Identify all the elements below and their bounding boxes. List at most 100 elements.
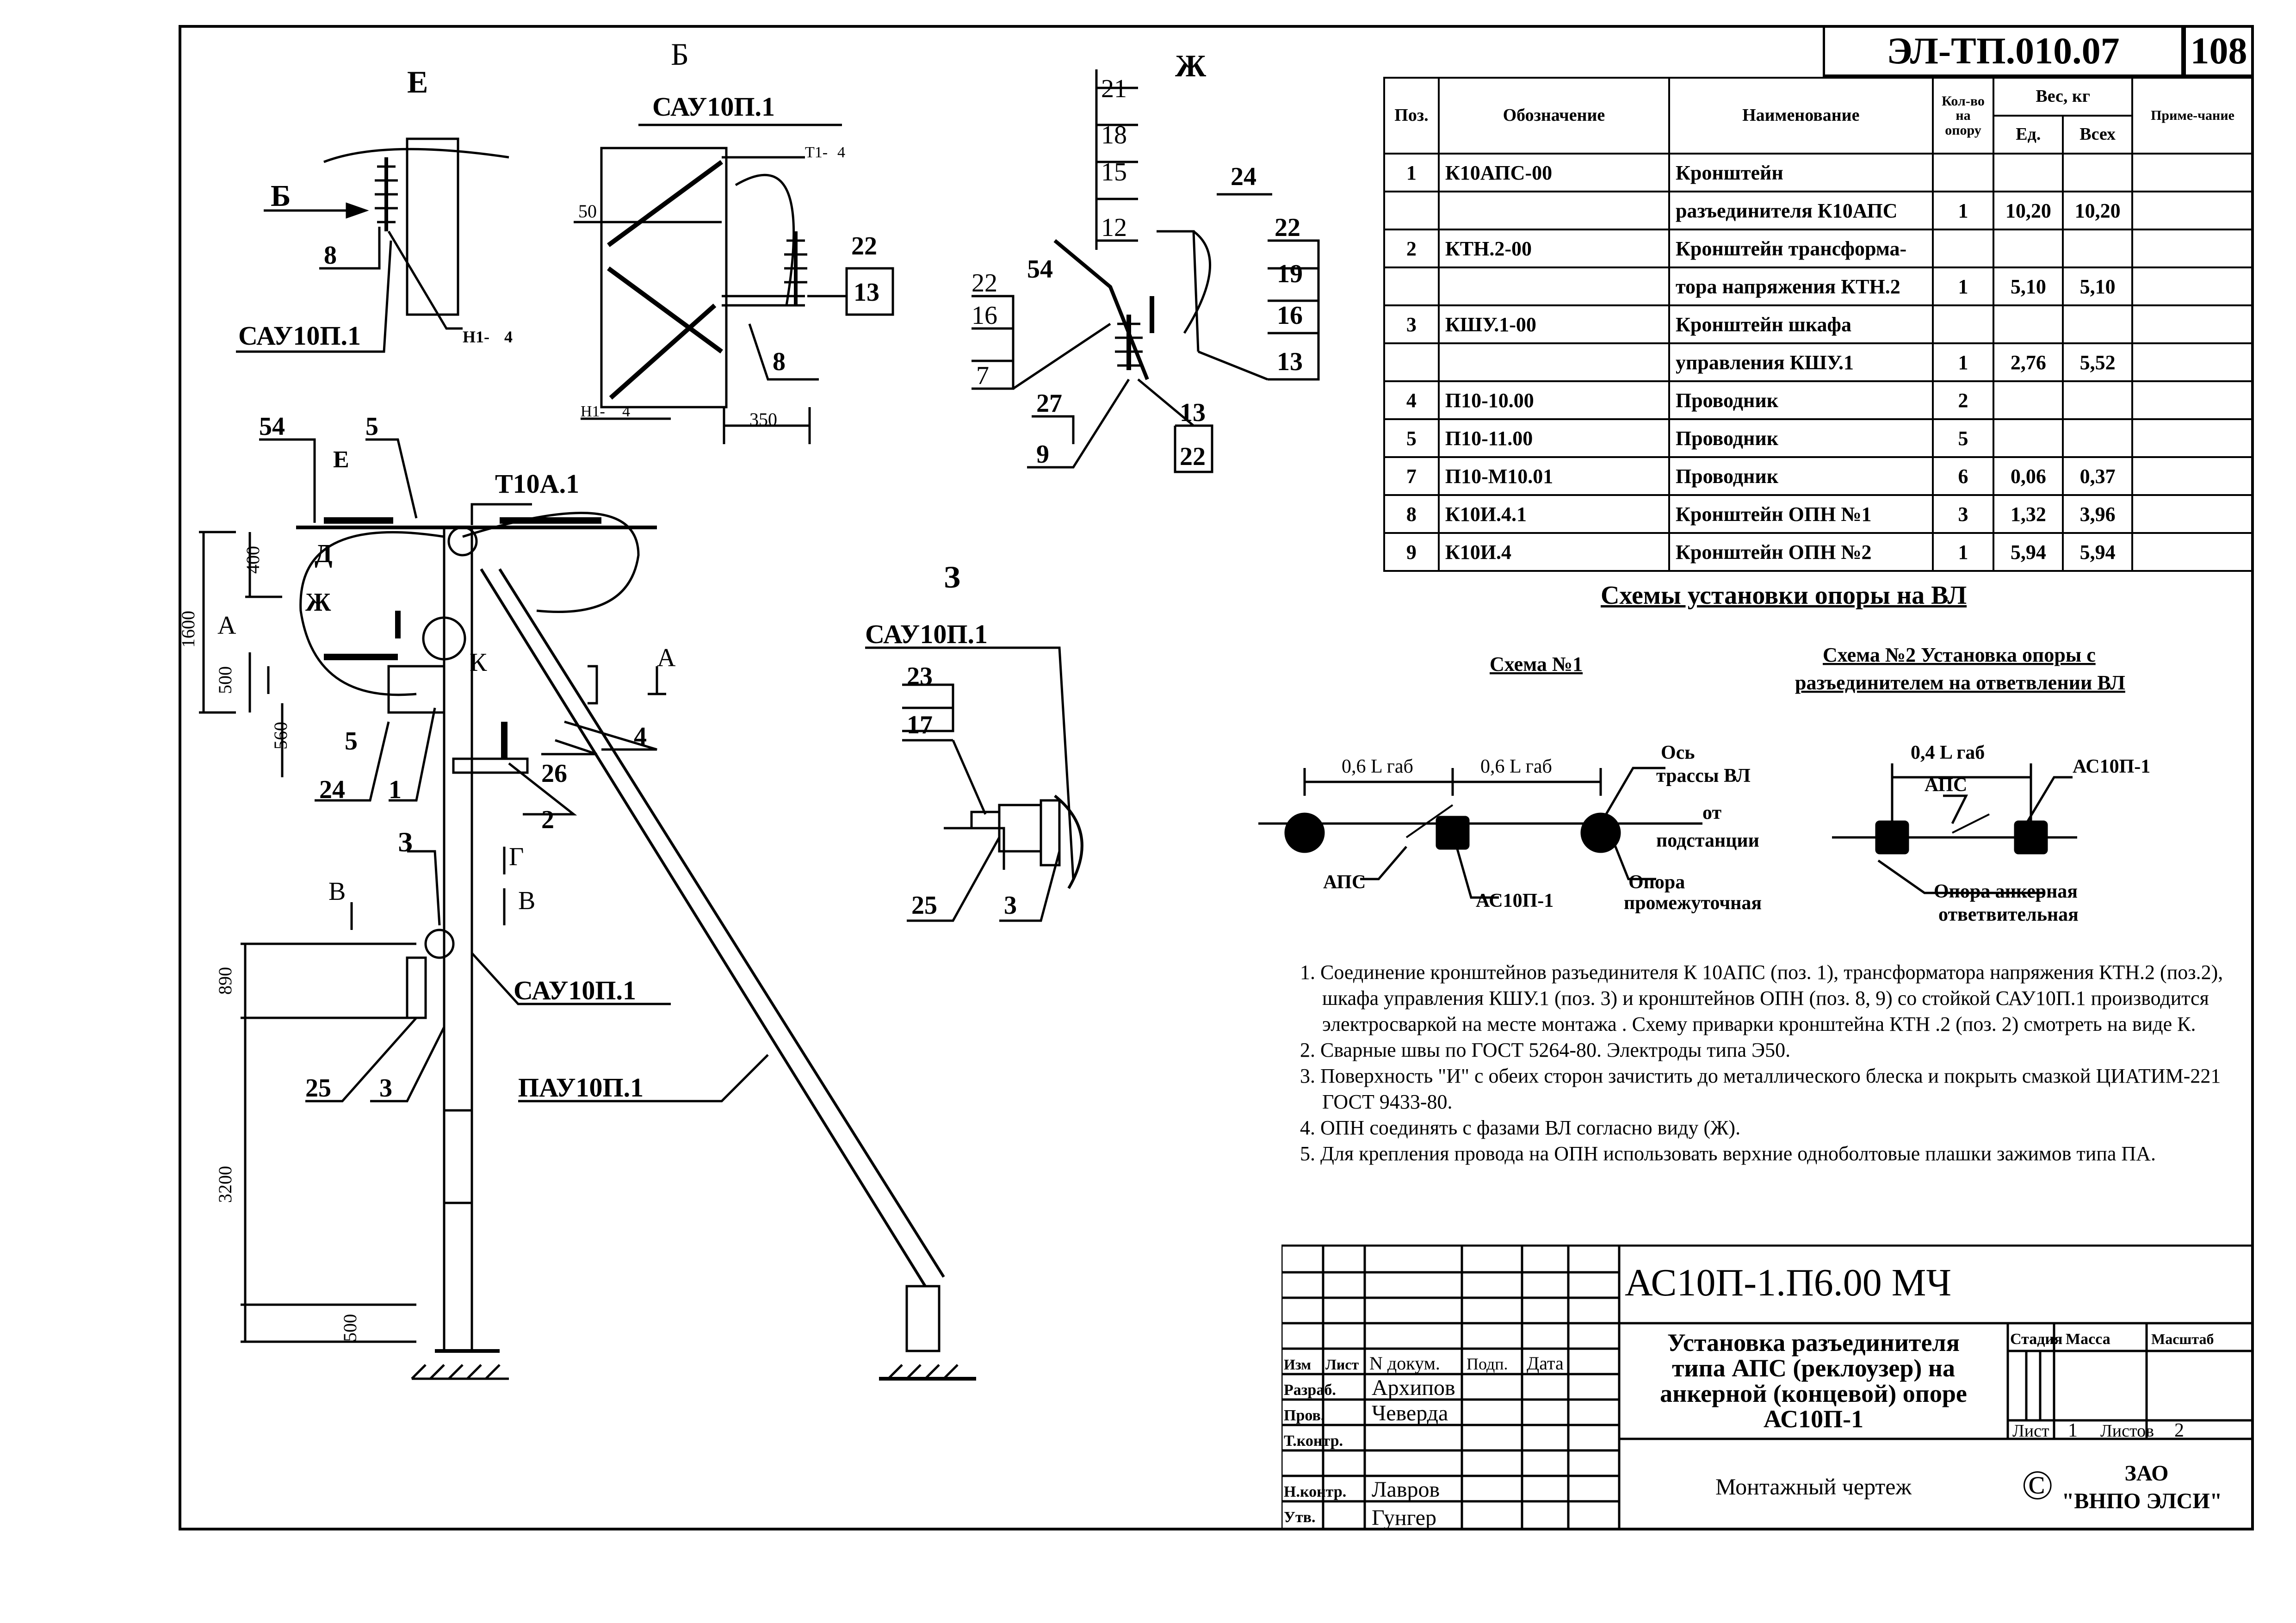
callout-b-8: 8 — [773, 347, 786, 376]
callout-zh-16: 16 — [1277, 301, 1303, 330]
spec-cell-total: 10,20 — [2062, 191, 2134, 230]
callout-zh-16b: 16 — [972, 301, 997, 330]
scheme1-title: Схема №1 — [1490, 653, 1583, 675]
spec-cell-designation — [1437, 342, 1670, 382]
col-izm: Изм — [1284, 1356, 1311, 1373]
callout-zh-22: 22 — [1275, 213, 1300, 242]
detail-circle-z — [424, 929, 455, 959]
callout-zh-22c: 22 — [1180, 442, 1206, 471]
spec-cell-qty: 1 — [1931, 342, 1995, 382]
svg-text:4: 4 — [837, 144, 845, 161]
label-z-main: З — [398, 827, 413, 857]
callout-z-17: 17 — [907, 711, 933, 739]
header-qty: Кол-во на опору — [1931, 77, 1995, 155]
specification-table: Поз. Обозначение Наименование Кол-во на … — [1383, 77, 2254, 572]
callout-b-22: 22 — [851, 232, 877, 260]
notes: 1. Соединение кронштейнов разъединителя … — [1300, 960, 2253, 1167]
spec-cell-pos: 9 — [1383, 532, 1440, 572]
name-check: Чеверда — [1372, 1401, 1448, 1425]
scheme1-from-line2: подстанции — [1656, 830, 1759, 851]
view-title-z: З — [944, 559, 960, 595]
note-1: 1. Соединение кронштейнов разъединителя … — [1300, 961, 2223, 1035]
spec-cell-designation: КТН.2-00 — [1437, 229, 1670, 268]
label-sau-main: САУ10П.1 — [514, 975, 636, 1005]
title-line-4: АС10П-1 — [1764, 1405, 1863, 1433]
note-3: 3. Поверхность "И" с обеих сторон зачист… — [1300, 1065, 2221, 1113]
weld-t1-b: Т1- — [805, 144, 828, 161]
callout-z-23: 23 — [907, 662, 933, 691]
callout-zh-18: 18 — [1101, 121, 1127, 149]
dim-50: 50 — [578, 201, 597, 222]
scheme1-pole-intermediate-left — [1284, 812, 1325, 853]
sheet-value: 1 — [2068, 1420, 2078, 1441]
dim-560: 560 — [270, 722, 291, 750]
callout-main-24: 24 — [319, 775, 345, 804]
scheme2-pole-as10p1 — [2014, 820, 2048, 855]
role-ncontr: Н.контр. — [1284, 1483, 1346, 1500]
scheme2-title-line1: Схема №2 Установка опоры с — [1823, 644, 2096, 666]
scheme1-pole-intermediate-right — [1580, 812, 1621, 853]
spec-cell-pos: 1 — [1383, 153, 1440, 192]
title-line-3: анкерной (концевой) опоре — [1660, 1380, 1967, 1407]
header-weight: Вес, кг — [1993, 77, 2134, 117]
scheme2-dim: 0,4 L габ — [1911, 742, 1985, 763]
spec-cell-total: 3,96 — [2062, 494, 2134, 534]
spec-cell-note — [2131, 418, 2254, 458]
label-e-main: Е — [333, 446, 349, 473]
spec-cell-unit — [1993, 153, 2064, 192]
pole-sau10p1 — [443, 526, 473, 1352]
spec-cell-pos: 2 — [1383, 229, 1440, 268]
callout-main-5b: 5 — [345, 727, 358, 756]
spec-cell-designation: П10-11.00 — [1437, 418, 1670, 458]
bracket-zh — [1157, 230, 1200, 352]
label-sau-b: САУ10П.1 — [652, 92, 775, 122]
spec-cell-qty: 2 — [1931, 380, 1995, 420]
header-note: Приме-чание — [2131, 77, 2254, 155]
spec-cell-unit: 0,06 — [1993, 456, 2064, 496]
dim-890: 890 — [215, 967, 235, 995]
label-sau-z: САУ10П.1 — [865, 619, 988, 649]
callout-main-4: 4 — [634, 722, 647, 751]
callout-main-3: 3 — [379, 1074, 392, 1103]
sheets-label: Листов — [2100, 1421, 2154, 1441]
wire-e — [323, 148, 509, 163]
sheet-label: Лист — [2012, 1421, 2049, 1441]
scheme2-as10p1: АС10П-1 — [2073, 756, 2150, 777]
callout-zh-54: 54 — [1027, 255, 1053, 284]
callout-zh-15: 15 — [1101, 158, 1127, 186]
name-dev: Архипов — [1372, 1375, 1455, 1400]
label-d: Д — [315, 539, 333, 568]
label-v-right: В — [518, 886, 535, 915]
weld-h1-e: Н1- — [463, 328, 489, 346]
spec-cell-name: Проводник — [1668, 380, 1934, 420]
scheme2-aps: АПС — [1925, 774, 1967, 796]
spec-cell-unit — [1993, 418, 2064, 458]
scheme1-dim-a: 0,6 L габ — [1342, 756, 1413, 777]
spec-cell-pos: 8 — [1383, 494, 1440, 534]
scheme1-pole-as10p1 — [1436, 816, 1470, 850]
dim-500-bottom: 500 — [340, 1314, 360, 1342]
callout-zh-19: 19 — [1277, 260, 1303, 288]
disconnector-aps — [387, 665, 446, 714]
spec-cell-qty: 3 — [1931, 494, 1995, 534]
spec-cell-unit: 5,10 — [1993, 266, 2064, 306]
spec-cell-qty: 1 — [1931, 191, 1995, 230]
callout-zh-21: 21 — [1101, 74, 1127, 103]
dim-400: 400 — [242, 546, 263, 574]
spec-cell-total — [2062, 304, 2134, 344]
role-approve: Утв. — [1284, 1509, 1316, 1526]
callout-main-1: 1 — [389, 775, 402, 804]
spec-cell-total: 5,52 — [2062, 342, 2134, 382]
spec-cell-note — [2131, 342, 2254, 382]
weld-h1-b: Н1- — [581, 403, 605, 420]
spec-cell-note — [2131, 494, 2254, 534]
note-4: 4. ОПН соединять с фазами ВЛ согласно ви… — [1300, 1116, 1741, 1139]
col-list: Лист — [1325, 1356, 1359, 1373]
